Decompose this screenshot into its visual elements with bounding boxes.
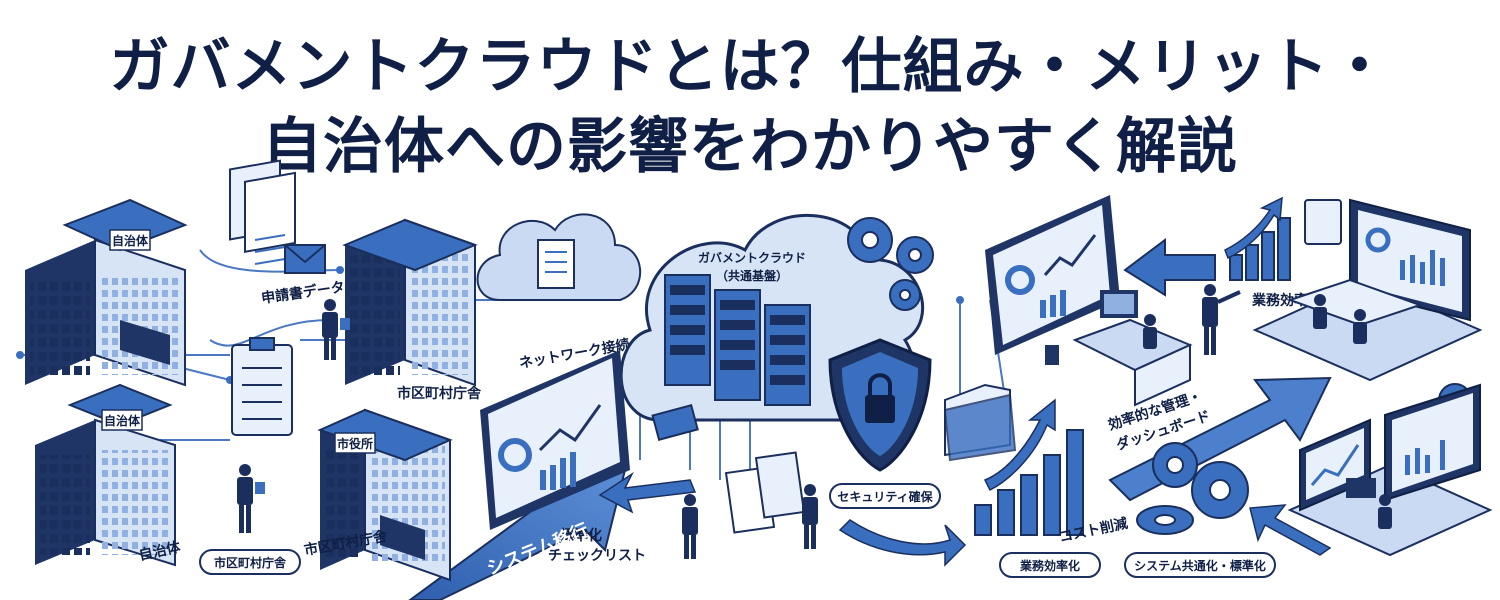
envelope-icon bbox=[651, 404, 699, 441]
person-figure-center bbox=[682, 484, 818, 559]
office-room-bottom bbox=[1287, 383, 1493, 557]
label-checklist-line2: チェックリスト bbox=[548, 548, 646, 564]
label-city-office-1: 市区町村庁舎 bbox=[397, 385, 482, 402]
building-municipality-bottom: 自治体 bbox=[35, 383, 176, 567]
page-title-line-2: 自治体への影響をわかりやすく解説 bbox=[262, 112, 1238, 182]
desk-workstation bbox=[1072, 290, 1193, 407]
building-city-hall: 市役所 bbox=[317, 408, 453, 582]
sign-top: 自治体 bbox=[112, 233, 149, 248]
left-arrow bbox=[1123, 238, 1216, 297]
gear-icon-top bbox=[847, 217, 934, 311]
arrow-bottom-right bbox=[1249, 504, 1332, 556]
page-title-line-1: ガバメントクラウドとは？仕組み・メリット・ bbox=[109, 32, 1391, 102]
clipboard-icon bbox=[231, 337, 293, 436]
presenter-figure bbox=[1202, 284, 1241, 355]
security-shield-icon bbox=[828, 338, 932, 472]
label-cloud-line1: ガバメントクラウド bbox=[698, 250, 806, 265]
efficiency-pill: 業務効率化 bbox=[999, 552, 1101, 578]
cloud-network bbox=[476, 213, 642, 301]
label-cloud-line2: （共通基盤） bbox=[716, 268, 788, 283]
label-city-office-2: 市区町村庁舎 bbox=[214, 555, 287, 570]
label-efficiency-bottom: 業務効率化 bbox=[1019, 558, 1080, 573]
documents-stack bbox=[229, 159, 326, 274]
building-city-office-top bbox=[342, 218, 478, 387]
sign-mid: 自治体 bbox=[104, 413, 141, 428]
sign-right: 市役所 bbox=[337, 436, 373, 451]
trend-arrow-icon bbox=[983, 398, 1056, 492]
office-room-top bbox=[1252, 198, 1483, 382]
documents-center bbox=[724, 451, 806, 534]
cost-bar-chart bbox=[974, 429, 1084, 536]
dashboard-monitor-right bbox=[985, 195, 1120, 365]
standardization-pill: システム共通化・標準化 bbox=[1124, 552, 1276, 578]
gear-icon-bottom bbox=[1136, 442, 1249, 535]
small-arrow bbox=[838, 519, 967, 567]
growth-bar-chart bbox=[1229, 217, 1291, 281]
server-rack-icon bbox=[664, 274, 811, 406]
chart-card-icon bbox=[1304, 199, 1342, 245]
person-figure-bottom-left bbox=[237, 464, 265, 533]
label-security: セキュリティ確保 bbox=[837, 489, 933, 504]
security-pill: セキュリティ確保 bbox=[829, 483, 941, 509]
arrow-to-monitor bbox=[598, 471, 697, 514]
label-checklist-line1: 標準化 bbox=[560, 527, 602, 544]
building-municipality-top: 自治体 bbox=[25, 198, 188, 387]
folder-icon bbox=[943, 383, 1017, 462]
label-standardization: システム共通化・標準化 bbox=[1134, 558, 1266, 573]
city-office-pill: 市区町村庁舎 bbox=[199, 549, 301, 575]
person-figure bbox=[322, 299, 350, 360]
dashboard-monitor-left bbox=[480, 350, 630, 530]
